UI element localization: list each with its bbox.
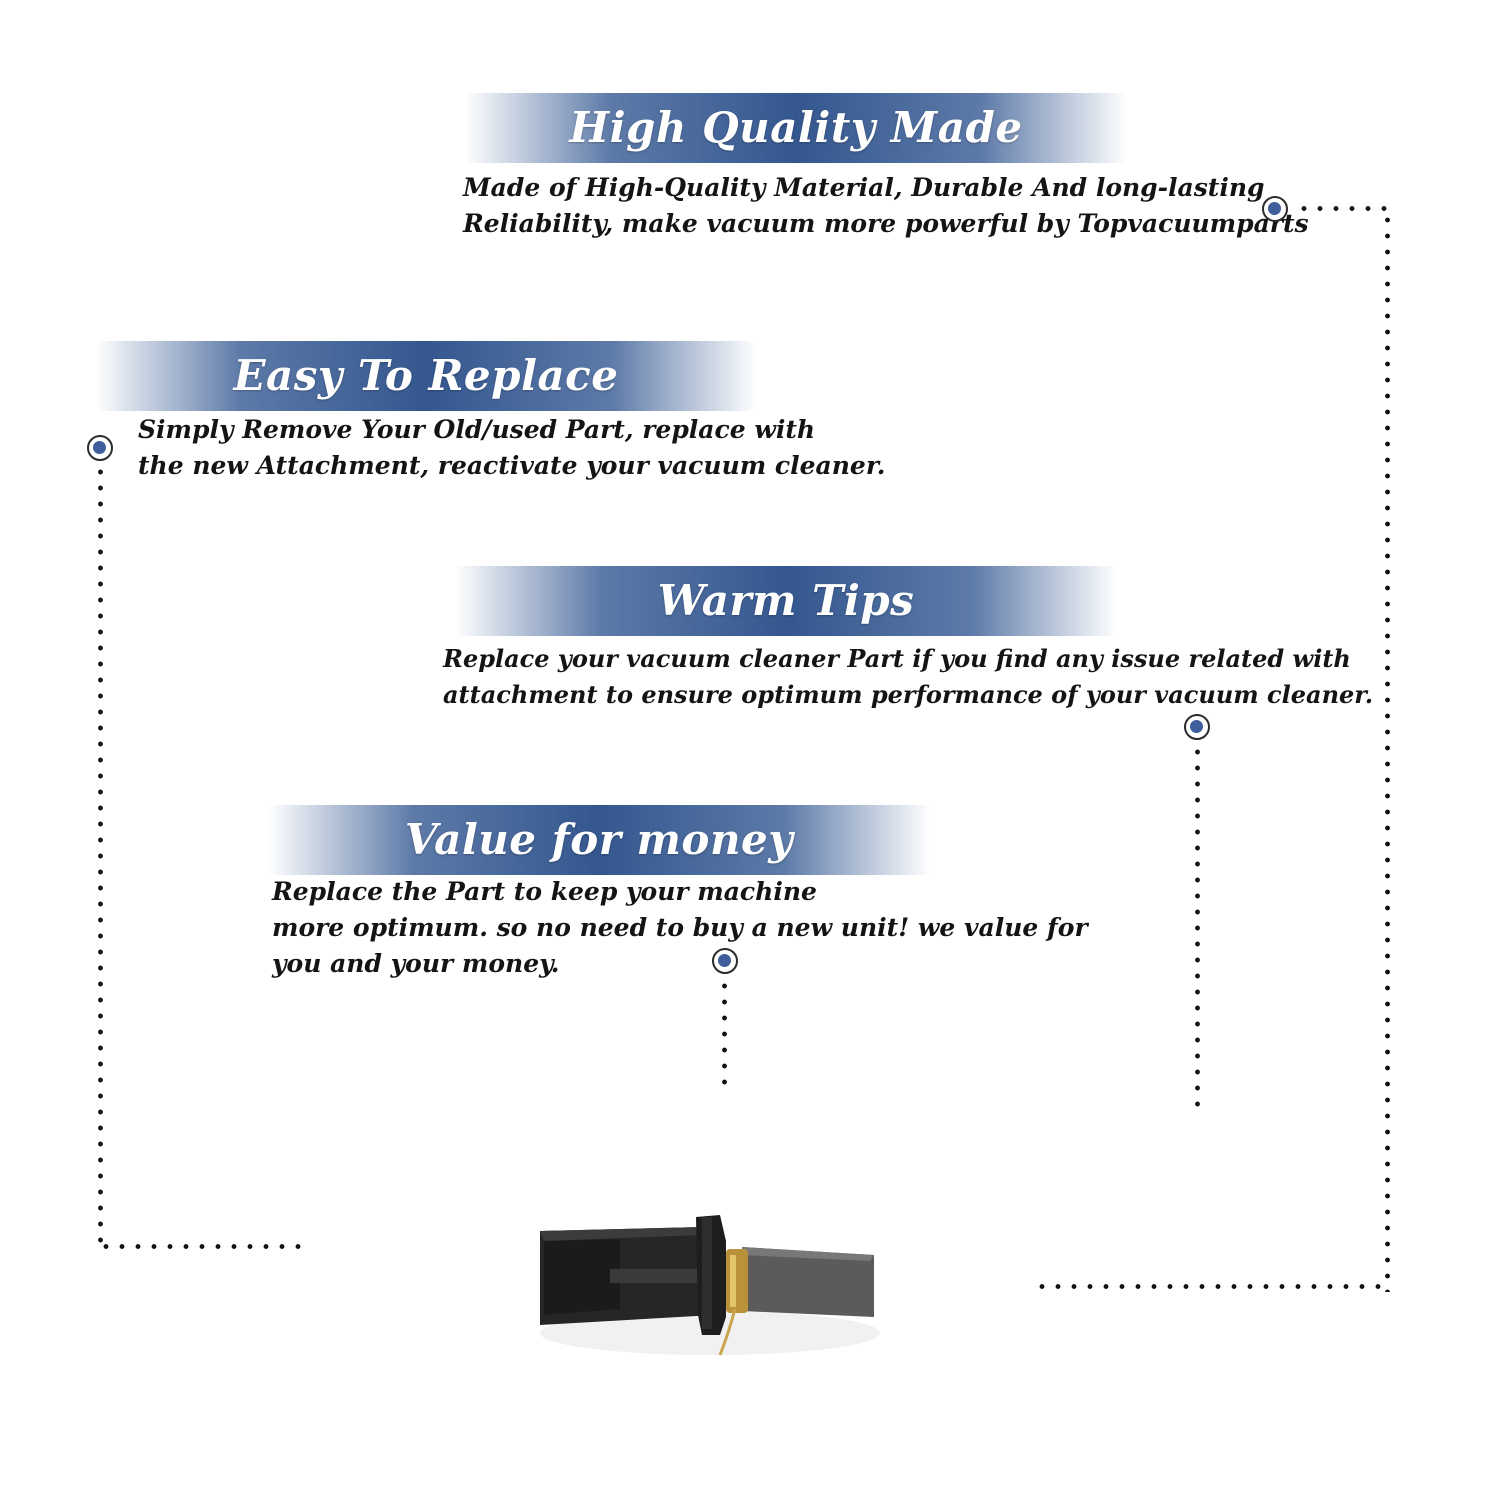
dotted-connector <box>722 978 727 1090</box>
dotted-connector <box>1296 206 1392 211</box>
banner-title: Warm Tips <box>657 576 915 625</box>
product-image <box>530 1205 890 1369</box>
marker-dot-icon <box>87 435 113 461</box>
description-value-money: Replace the Part to keep your machine mo… <box>272 874 1088 982</box>
description-easy-replace: Simply Remove Your Old/used Part, replac… <box>138 412 885 484</box>
carbon-brush-holder-icon <box>540 1215 880 1356</box>
description-high-quality: Made of High-Quality Material, Durable A… <box>463 170 1309 242</box>
description-line: the new Attachment, reactivate your vacu… <box>138 451 886 480</box>
marker-dot-icon <box>1184 714 1210 740</box>
banner-warm-tips: Warm Tips <box>455 566 1117 636</box>
banner-high-quality: High Quality Made <box>465 93 1127 163</box>
description-warm-tips: Replace your vacuum cleaner Part if you … <box>443 641 1373 713</box>
banner-value-money: Value for money <box>268 805 930 875</box>
description-line: Simply Remove Your Old/used Part, replac… <box>138 415 816 444</box>
dotted-connector <box>98 464 103 1252</box>
description-line: Replace the Part to keep your machine <box>272 877 817 906</box>
dotted-connector <box>1195 744 1200 1108</box>
banner-title: Value for money <box>404 815 794 864</box>
description-line: Replace your vacuum cleaner Part if you … <box>443 644 1351 673</box>
description-line: attachment to ensure optimum performance… <box>443 680 1374 709</box>
marker-dot-icon <box>1262 196 1288 222</box>
description-line: more optimum. so no need to buy a new un… <box>272 913 1088 942</box>
banner-title: Easy To Replace <box>233 351 619 400</box>
banner-title: High Quality Made <box>569 103 1023 152</box>
dotted-connector <box>1385 212 1390 1292</box>
dotted-connector <box>1034 1284 1390 1289</box>
banner-easy-replace: Easy To Replace <box>95 341 757 411</box>
description-line: you and your money. <box>272 949 560 978</box>
marker-dot-icon <box>712 948 738 974</box>
description-line: Made of High-Quality Material, Durable A… <box>463 173 1265 202</box>
dotted-connector <box>98 1244 302 1249</box>
description-line: Reliability, make vacuum more powerful b… <box>463 209 1309 238</box>
